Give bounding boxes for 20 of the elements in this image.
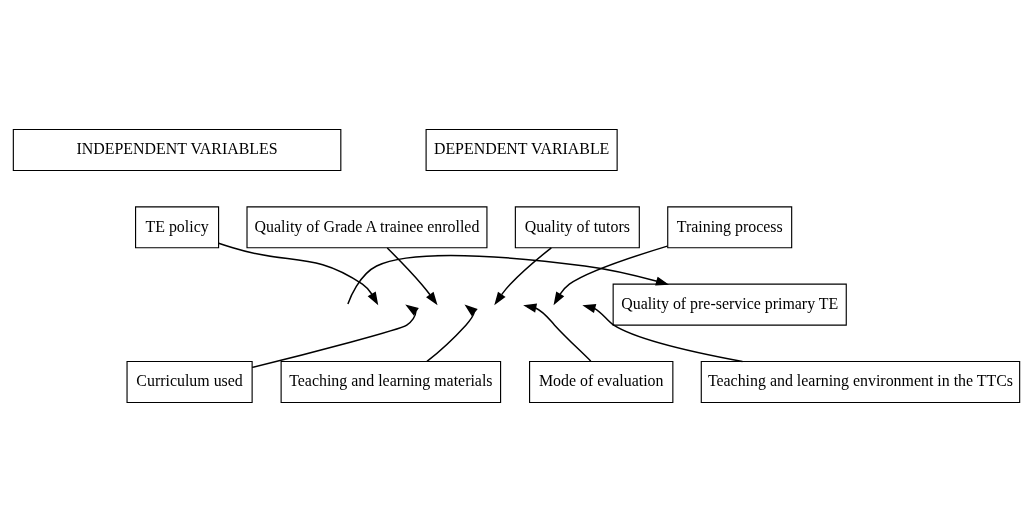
arrow	[386, 246, 438, 305]
arrow	[523, 303, 592, 362]
node-box: Quality of tutors	[514, 205, 640, 248]
node-box: Quality of Grade A trainee enrolled	[246, 205, 488, 248]
node-box: Quality of pre-service primary TE	[612, 283, 847, 326]
arrow	[426, 303, 478, 362]
arrow	[553, 244, 669, 305]
arrow	[347, 254, 670, 305]
node-box: TE policy	[135, 205, 220, 248]
arrow	[217, 241, 379, 305]
node-box: Mode of evaluation	[529, 360, 674, 403]
arrow	[494, 246, 553, 305]
arrow	[582, 303, 744, 362]
node-box: Curriculum used	[126, 360, 253, 403]
node-box: INDEPENDENT VARIABLES	[12, 128, 342, 171]
node-box: Teaching and learning materials	[280, 360, 502, 403]
node-box: DEPENDENT VARIABLE	[425, 128, 618, 171]
arrow	[251, 304, 419, 368]
node-box: Training process	[667, 205, 793, 248]
node-box: Teaching and learning environment in the TTCs	[700, 360, 1021, 403]
